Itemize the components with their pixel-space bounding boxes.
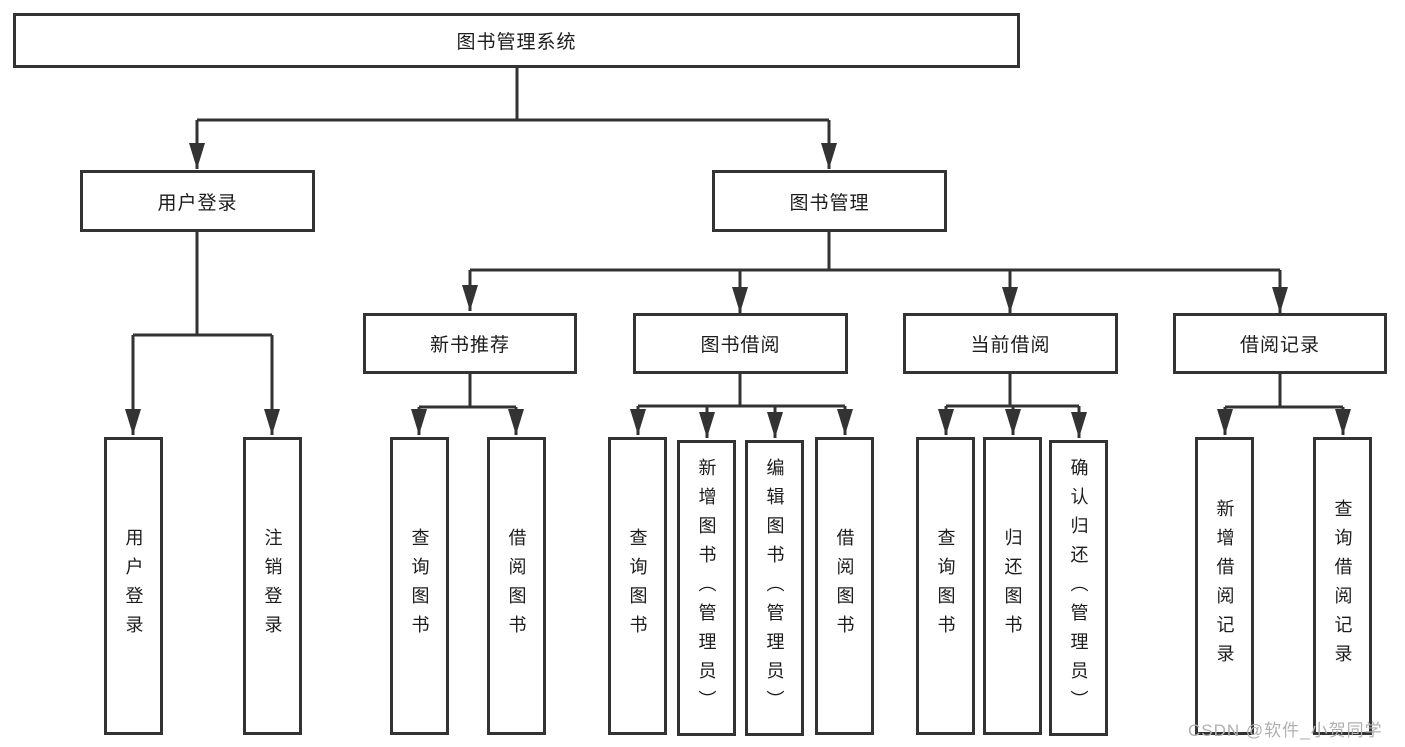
node-book-borrow: 图书借阅	[633, 313, 848, 374]
node-label: 图书借阅	[700, 335, 781, 356]
node-label: 用户登录	[157, 192, 238, 214]
leaf-query-books-3: 查询图书	[916, 437, 975, 735]
node-borrow-records: 借阅记录	[1173, 313, 1387, 374]
leaf-return-book: 归还图书	[983, 437, 1042, 735]
leaf-label: 查询图书	[935, 528, 956, 644]
leaf-label: 查询图书	[627, 528, 648, 644]
node-current-borrow: 当前借阅	[903, 313, 1118, 374]
leaf-label: 编辑图书（管理员）	[764, 457, 785, 719]
leaf-user-login: 用户登录	[104, 437, 163, 735]
leaf-add-borrow-record: 新增借阅记录	[1195, 437, 1254, 735]
leaf-label: 确认归还（管理员）	[1068, 457, 1089, 719]
node-label: 图书管理系统	[456, 32, 577, 53]
leaf-label: 借阅图书	[834, 528, 855, 644]
node-book-management: 图书管理	[712, 170, 947, 232]
leaf-label: 新增借阅记录	[1214, 499, 1235, 673]
leaf-label: 归还图书	[1002, 528, 1023, 644]
leaf-label: 用户登录	[123, 528, 144, 644]
leaf-add-book-admin: 新增图书（管理员）	[677, 440, 736, 736]
leaf-confirm-return-admin: 确认归还（管理员）	[1049, 440, 1108, 736]
leaf-label: 查询借阅记录	[1332, 499, 1353, 673]
leaf-edit-book-admin: 编辑图书（管理员）	[745, 440, 804, 736]
node-label: 借阅记录	[1239, 335, 1320, 356]
leaf-label: 借阅图书	[506, 528, 527, 644]
csdn-watermark: CSDN @软件_小贺同学	[1188, 721, 1383, 740]
leaf-borrow-books-2: 借阅图书	[815, 437, 874, 735]
node-root-library-system: 图书管理系统	[13, 13, 1020, 68]
elbow-connectors	[133, 68, 1343, 409]
leaf-logout-login: 注销登录	[243, 437, 302, 735]
leaf-query-borrow-record: 查询借阅记录	[1313, 437, 1372, 735]
node-user-login: 用户登录	[80, 170, 315, 232]
leaf-label: 新增图书（管理员）	[696, 457, 717, 719]
leaf-query-books-1: 查询图书	[390, 437, 449, 735]
node-new-book-recommend: 新书推荐	[363, 313, 577, 374]
leaf-label: 注销登录	[262, 528, 283, 644]
node-label: 新书推荐	[429, 335, 510, 356]
leaf-query-books-2: 查询图书	[608, 437, 667, 735]
leaf-borrow-books-1: 借阅图书	[487, 437, 546, 735]
node-label: 当前借阅	[970, 335, 1051, 356]
arrow-connectors	[125, 120, 1351, 438]
node-label: 图书管理	[789, 192, 870, 214]
leaf-label: 查询图书	[409, 528, 430, 644]
